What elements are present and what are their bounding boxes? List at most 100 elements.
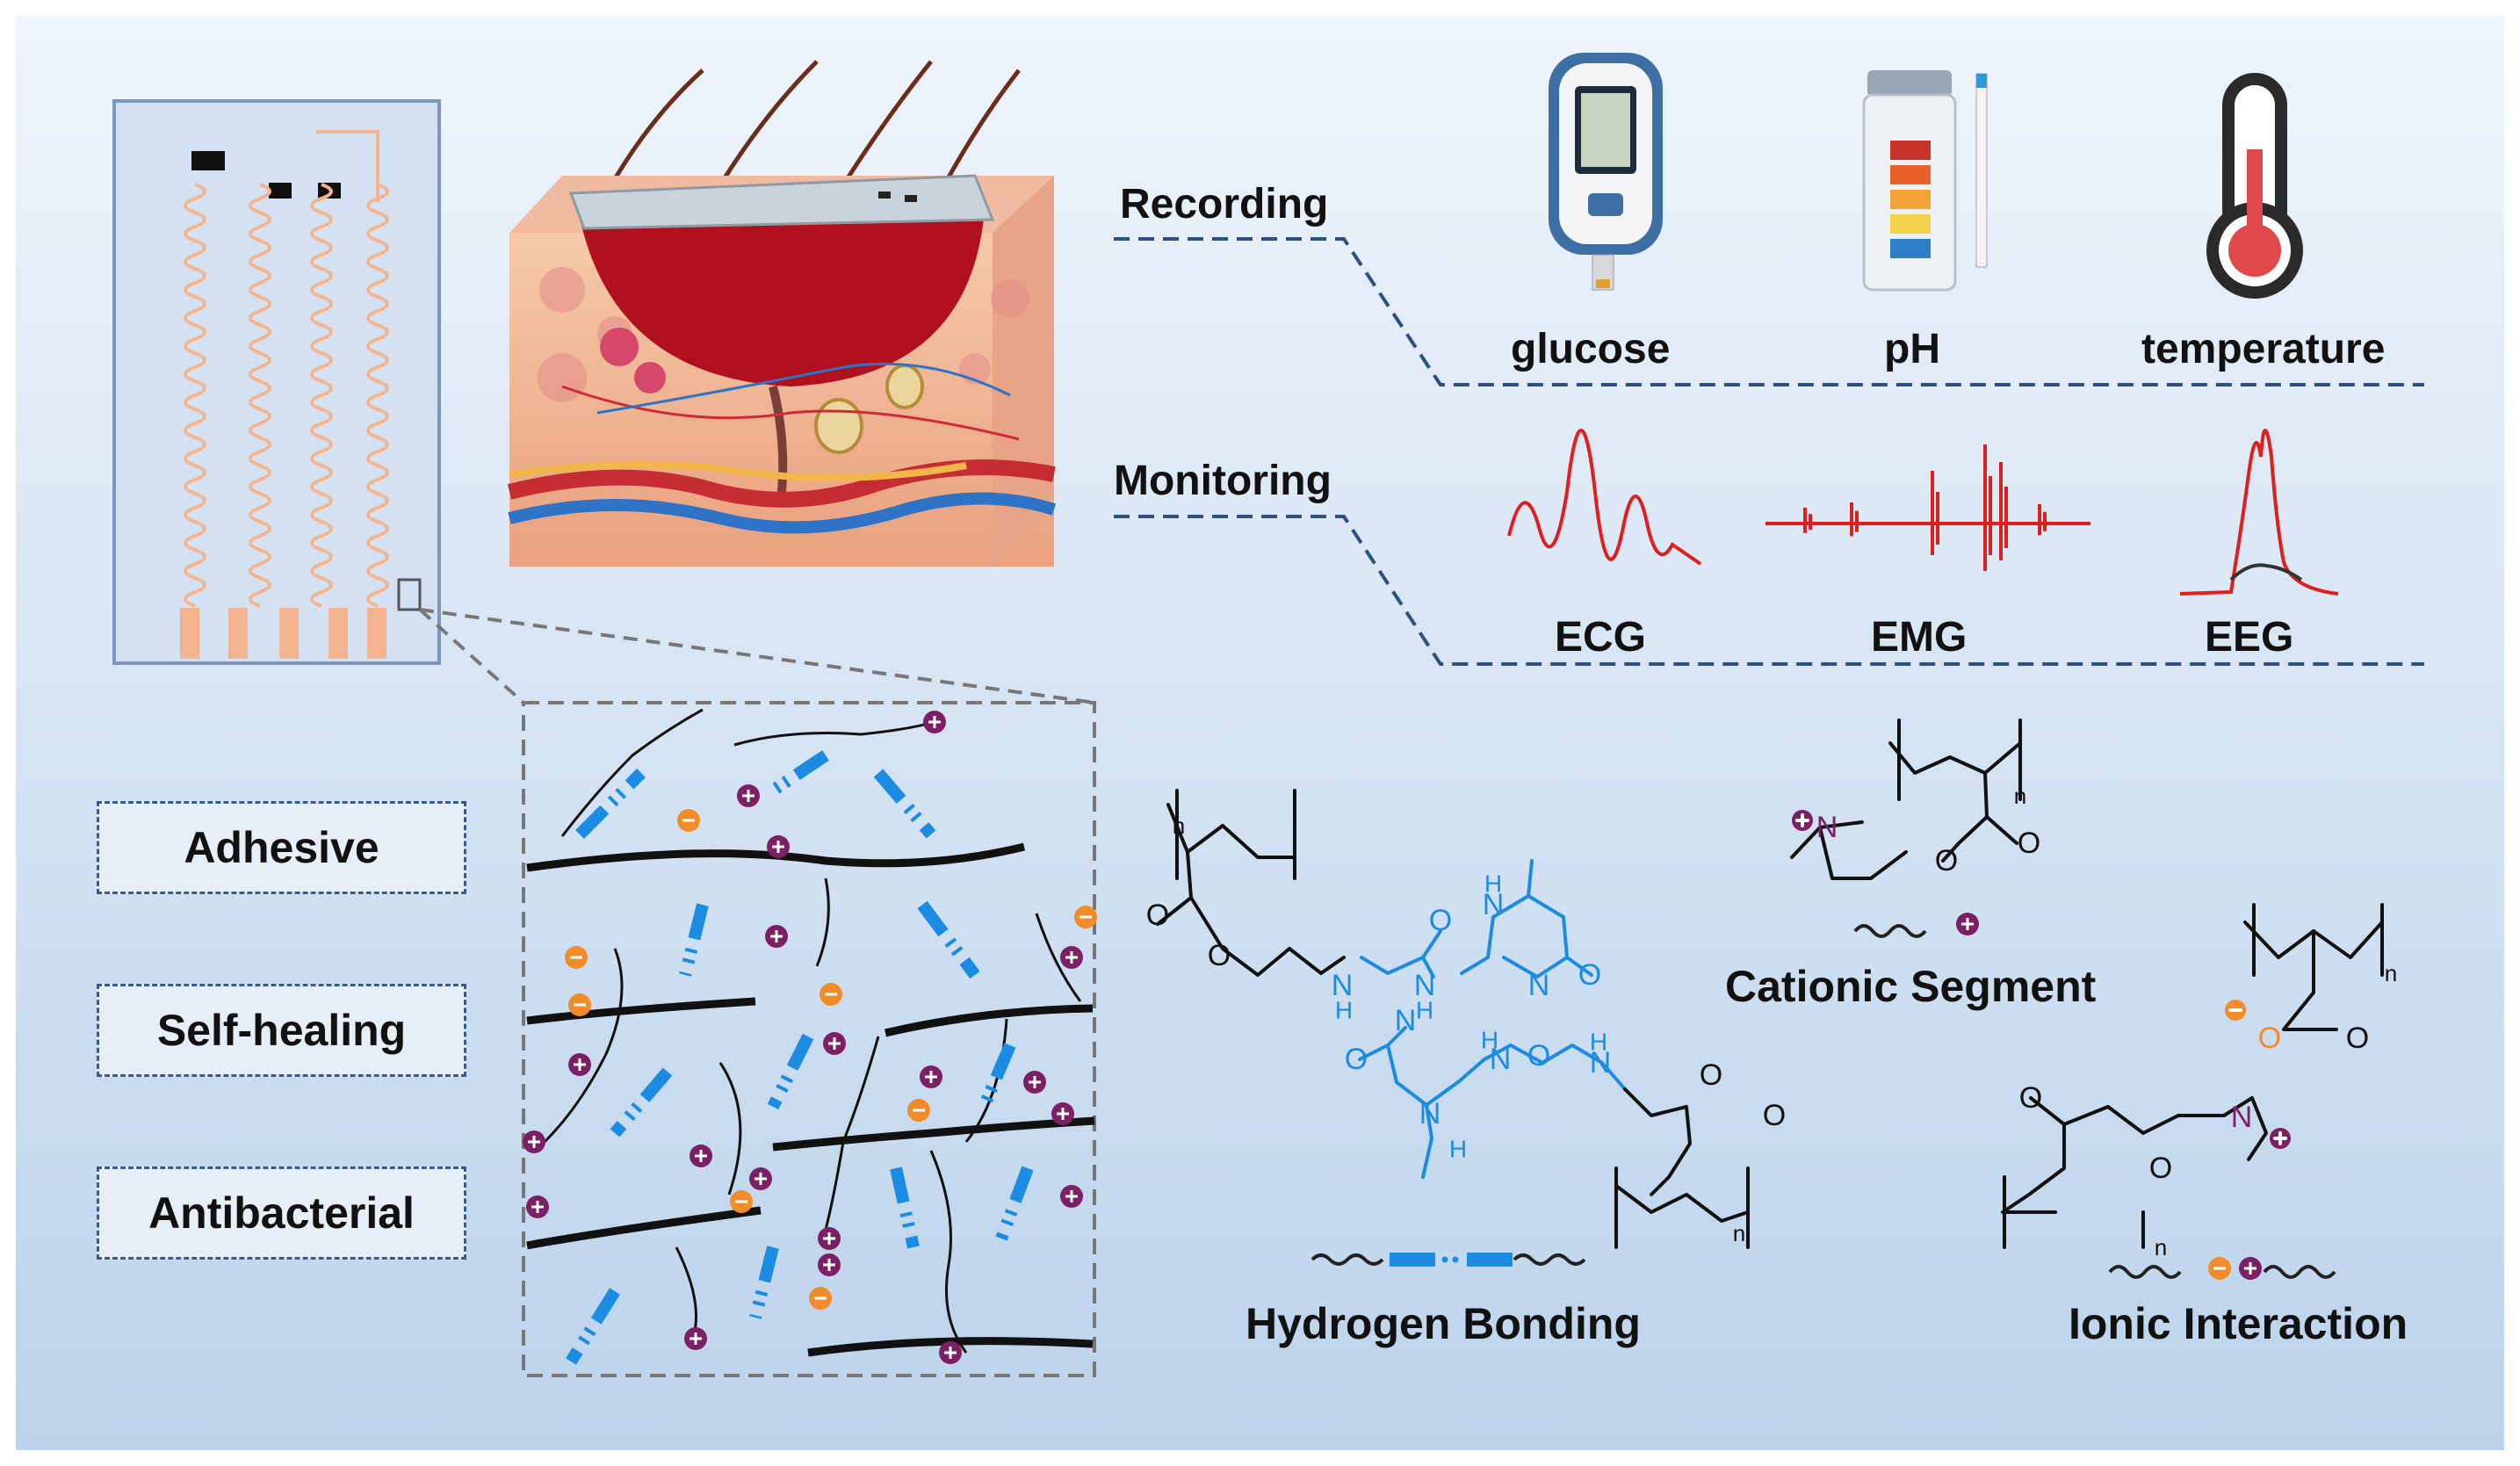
- polymer-backbone: [772, 1116, 1095, 1152]
- atom-label: H: [1481, 1027, 1498, 1054]
- sensing-panel: [1114, 53, 2424, 666]
- plus-sign: [828, 1037, 841, 1050]
- bond: [1483, 1044, 1627, 1091]
- plus-sign: [925, 1071, 937, 1083]
- atom-label: H: [1416, 997, 1433, 1024]
- polymer-backbone: [526, 842, 1026, 872]
- atom-label: N: [1419, 1097, 1441, 1130]
- atom-label: H: [1590, 1029, 1607, 1056]
- bond: [1888, 741, 2022, 775]
- hydrogen-bond: [679, 903, 709, 977]
- serpentine-line: [310, 183, 333, 608]
- atom-label: O: [1792, 816, 1793, 818]
- chip-2: [269, 183, 292, 199]
- electrode-pads: [180, 608, 386, 659]
- electrode-pad: [180, 608, 199, 659]
- plus-sign: [944, 1347, 957, 1359]
- ionic-interaction-label: Ionic Interaction: [2069, 1299, 2408, 1348]
- polymer-chain: [560, 708, 704, 837]
- atom-label: N: [1483, 888, 1505, 921]
- plus-sign: [770, 930, 783, 942]
- emg-spike: [1931, 471, 1939, 555]
- atom-label: N: [1332, 969, 1354, 1002]
- ph-label: pH: [1884, 326, 1940, 372]
- plus-sign: [1057, 1108, 1069, 1120]
- plus-sign: [574, 1058, 586, 1071]
- bond: [2222, 1096, 2268, 1161]
- polymer-backbone: [526, 997, 756, 1025]
- atom-label: O: [1527, 1039, 1550, 1072]
- atom-label: O: [1763, 1099, 1786, 1132]
- recording-connector: [1114, 237, 2424, 386]
- atom-label: N: [1590, 1046, 1612, 1080]
- plus-sign: [690, 1332, 702, 1345]
- atom-label: H: [1449, 1136, 1467, 1163]
- serpentine-line: [316, 130, 380, 202]
- bond: [1189, 896, 1323, 977]
- atom-label: O: [2258, 1022, 2281, 1055]
- thermometer-icon: [2206, 73, 2303, 299]
- plus-sign: [1065, 1190, 1078, 1202]
- zoom-marker: [397, 578, 422, 611]
- electrode-pad: [228, 608, 248, 659]
- atom-label: N: [2231, 1101, 2253, 1134]
- emg-spike: [1850, 502, 1859, 537]
- bond: [2282, 929, 2338, 1031]
- ecg-label: ECG: [1555, 614, 1647, 661]
- emg-spike: [1803, 508, 1812, 533]
- zoom-line-left: [418, 608, 525, 704]
- hydrogen-bond-legend: [1311, 1253, 1586, 1267]
- polymer-backbone: [526, 1206, 762, 1250]
- atom-label: O: [1345, 1043, 1368, 1076]
- recording-label: Recording: [1120, 181, 1329, 227]
- emg-trace: [1765, 444, 2090, 571]
- temperature-label: temperature: [2141, 326, 2386, 372]
- ph-strip-bottle-icon: [1862, 70, 1988, 292]
- cationic-segment-label: Cationic Segment: [1725, 962, 2097, 1011]
- electrode-pad: [279, 608, 299, 659]
- emg-spike: [2038, 504, 2047, 536]
- bond: [1614, 1184, 1750, 1223]
- serpentine-interconnects: [184, 130, 389, 608]
- ecg-trace: [1507, 429, 1702, 566]
- plus-sign: [928, 716, 941, 728]
- plus-sign: [1795, 813, 1809, 827]
- atom-label: O: [1146, 899, 1169, 932]
- atom-label: H: [1335, 997, 1353, 1024]
- bond: [1818, 826, 1908, 880]
- polymer-chain: [824, 1036, 880, 1231]
- bond: [1623, 1087, 1692, 1196]
- polymer-network-inset: [522, 701, 1097, 1377]
- eeg-trace: [2179, 429, 2339, 596]
- atom-label: N: [1395, 1004, 1417, 1037]
- bond: [1565, 956, 1593, 977]
- hydrogen-bond: [575, 769, 646, 839]
- electrode-pad: [329, 608, 348, 659]
- atom-label: n: [2385, 960, 2397, 986]
- hydrogen-bond: [610, 1067, 673, 1137]
- atom-label: N: [1528, 969, 1550, 1002]
- bond: [1985, 815, 2018, 845]
- hydrogen-bond: [978, 1043, 1016, 1109]
- monitoring-label: Monitoring: [1114, 458, 1332, 504]
- ionic-interaction-legend: [2108, 1257, 2336, 1280]
- atom-label: O: [2018, 827, 2040, 860]
- glucose-meter-icon: [1549, 53, 1663, 291]
- electrode-pad: [367, 608, 386, 659]
- atom-label: O: [1208, 939, 1231, 972]
- plus-sign: [1065, 951, 1078, 964]
- atom-label: N: [1816, 811, 1838, 844]
- emg-spike: [1999, 462, 2008, 560]
- atom-label: n: [2014, 783, 2026, 809]
- property-antibacterial: Antibacterial: [97, 1166, 466, 1260]
- plus-sign: [2273, 1131, 2287, 1145]
- bond: [1941, 771, 1989, 863]
- serpentine-line: [249, 183, 271, 608]
- bond: [2001, 1123, 2066, 1214]
- atom-label: N: [1414, 969, 1436, 1002]
- atom-label: O: [2019, 1081, 2042, 1115]
- bond: [1421, 956, 1435, 979]
- property-adhesive: Adhesive: [97, 801, 466, 894]
- polymer-chain: [718, 1062, 742, 1195]
